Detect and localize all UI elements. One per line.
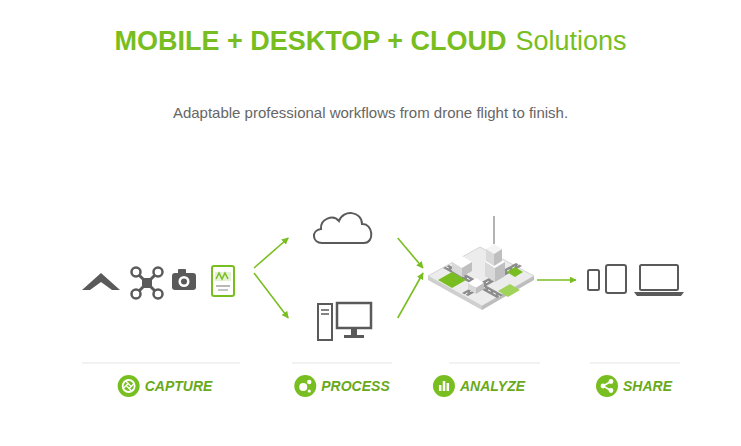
page-title: MOBILE + DESKTOP + CLOUD xyxy=(114,26,506,57)
process-stage-icon xyxy=(308,389,311,392)
subtitle: Adaptable professional workflows from dr… xyxy=(0,104,741,121)
quadcopter-icon xyxy=(154,268,163,277)
stage-label-row: ANALYZE xyxy=(425,374,533,398)
city-model-illustration xyxy=(498,284,520,297)
title-suffix: Solutions xyxy=(516,26,627,57)
city-model-illustration xyxy=(452,262,462,277)
share-stage-icon xyxy=(596,375,618,397)
capture-stage-icon xyxy=(123,380,135,392)
capture-app-icon xyxy=(218,290,228,291)
share-stage-icon xyxy=(609,379,614,384)
city-model-illustration xyxy=(494,249,502,266)
quadcopter-icon xyxy=(142,278,152,288)
capture-app-icon xyxy=(215,272,231,281)
stage-label-row: PROCESS xyxy=(290,374,393,398)
cloud-icon xyxy=(314,213,371,243)
capture-app-icon xyxy=(216,285,230,286)
divider-lines xyxy=(292,362,392,364)
city-model-illustration xyxy=(428,247,534,306)
camera-icon xyxy=(178,269,186,274)
capture-app-icon xyxy=(212,266,234,296)
divider-lines xyxy=(590,362,680,364)
city-model-illustration xyxy=(486,249,494,266)
capture-stage-icon xyxy=(118,375,140,397)
camera-icon xyxy=(179,276,190,287)
flow-arrow xyxy=(398,238,423,268)
desktop-computer-icon xyxy=(344,335,364,338)
quadcopter-icon xyxy=(132,268,141,277)
analyze-stage-icon xyxy=(433,375,455,397)
divider-lines xyxy=(449,362,540,364)
desktop-computer-icon xyxy=(318,303,371,340)
share-devices-icon xyxy=(634,292,684,296)
city-model-illustration xyxy=(462,262,472,277)
flow-arrow xyxy=(537,279,576,281)
desktop-computer-icon xyxy=(321,309,329,311)
stage-label-row: CAPTURE xyxy=(80,374,250,398)
share-devices-icon xyxy=(588,270,599,290)
capture-app-icon xyxy=(212,266,234,296)
city-model-illustration xyxy=(462,263,522,296)
city-model-illustration xyxy=(495,262,505,282)
stage-label: PROCESS xyxy=(294,374,389,398)
quadcopter-icon xyxy=(154,290,163,299)
quadcopter-icon xyxy=(132,268,163,299)
divider-lines xyxy=(82,362,680,364)
stage-label: CAPTURE xyxy=(118,374,213,398)
share-stage-icon xyxy=(609,388,614,393)
desktop-computer-icon xyxy=(337,303,371,328)
city-model-illustration xyxy=(507,267,523,277)
analyze-stage-icon xyxy=(447,383,450,391)
city-model-illustration xyxy=(428,216,534,310)
process-stage-icon xyxy=(299,383,307,391)
process-stage-icon xyxy=(307,380,311,384)
share-devices-icon xyxy=(588,265,684,296)
process-stage-icon xyxy=(294,375,316,397)
city-model-illustration xyxy=(468,283,476,294)
capture-stage-icon xyxy=(124,381,134,391)
process-stage-icon xyxy=(294,375,316,397)
cloud-icon xyxy=(314,213,371,243)
fixed-wing-drone-icon xyxy=(82,273,120,290)
title-row: MOBILE + DESKTOP + CLOUD Solutions xyxy=(0,26,741,57)
desktop-computer-icon xyxy=(321,313,329,315)
stage-label-row: SHARE xyxy=(578,374,690,398)
fixed-wing-drone-icon xyxy=(82,273,120,290)
flow-arrow xyxy=(254,238,288,268)
analyze-stage: ANALYZE xyxy=(425,200,533,412)
flow-arrow xyxy=(398,273,423,318)
camera-icon xyxy=(172,269,196,290)
desktop-computer-icon xyxy=(351,328,357,335)
analyze-stage-icon xyxy=(439,385,442,391)
camera-icon xyxy=(172,273,196,290)
capture-stage-icon xyxy=(118,375,140,397)
share-stage-icon xyxy=(601,384,606,389)
camera-icon xyxy=(181,279,187,285)
city-model-illustration xyxy=(476,283,484,294)
share-stage-icon xyxy=(596,375,618,397)
capture-app-icon xyxy=(216,273,228,279)
capture-stage: CAPTURE xyxy=(80,200,250,412)
share-stage: SHARE xyxy=(578,200,690,412)
process-stage: PROCESS xyxy=(290,200,393,412)
share-devices-icon xyxy=(606,265,626,293)
divider-lines xyxy=(82,362,240,364)
share-devices-icon xyxy=(640,265,678,290)
quadcopter-icon xyxy=(132,290,141,299)
flow-arrow xyxy=(254,273,288,318)
city-model-illustration xyxy=(493,216,495,244)
analyze-stage-icon xyxy=(433,375,455,397)
stage-label: SHARE xyxy=(596,374,672,398)
desktop-computer-icon xyxy=(318,304,332,340)
stage-label: ANALYZE xyxy=(433,374,525,398)
analyze-stage-icon xyxy=(443,381,446,391)
